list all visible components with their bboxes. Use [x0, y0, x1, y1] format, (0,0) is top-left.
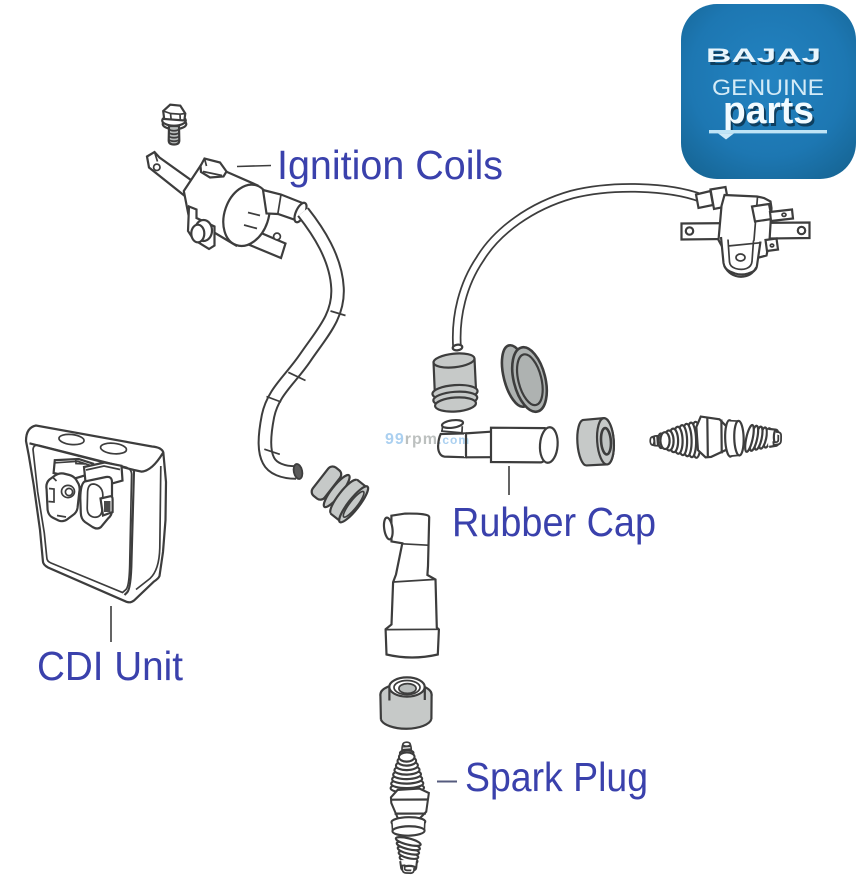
svg-text:GENUINE: GENUINE [712, 75, 824, 100]
svg-text:99rpm.com: 99rpm.com [385, 431, 470, 448]
svg-text:Rubber Cap: Rubber Cap [452, 499, 656, 545]
svg-text:BAJAJ: BAJAJ [708, 49, 822, 70]
svg-text:Ignition Coils: Ignition Coils [277, 142, 503, 188]
svg-text:parts: parts [723, 90, 814, 132]
svg-text:CDI Unit: CDI Unit [37, 643, 184, 689]
svg-text:BAJAJ: BAJAJ [706, 46, 821, 67]
svg-text:Spark Plug: Spark Plug [465, 754, 648, 800]
svg-text:parts: parts [725, 93, 816, 135]
